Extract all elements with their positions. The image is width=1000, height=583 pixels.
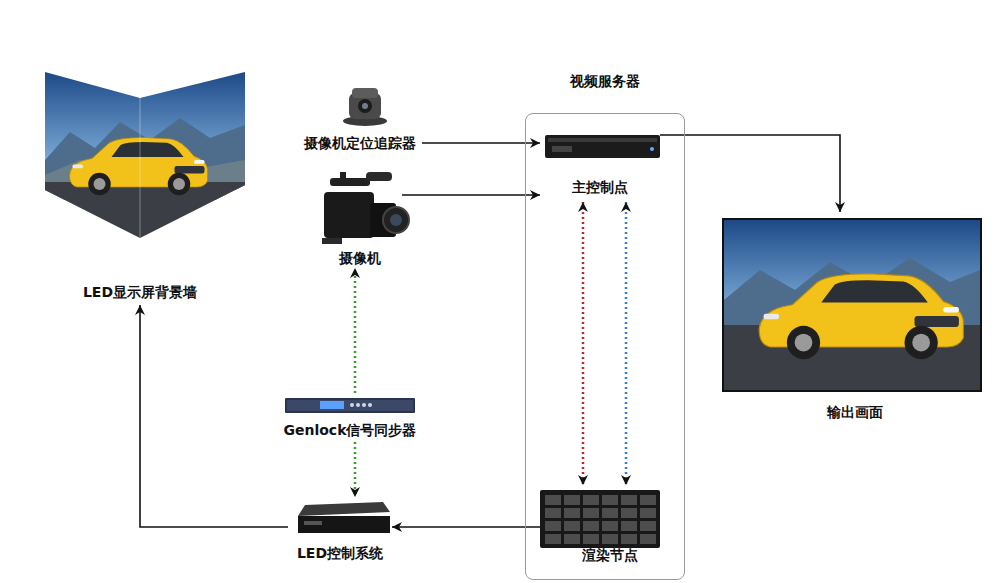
- tracker-icon: [343, 88, 387, 126]
- output-node: 输出画面: [725, 212, 985, 425]
- flow-arrow: [392, 526, 540, 528]
- main-server-icon: [545, 135, 660, 158]
- signal-dotted-line: [625, 202, 628, 485]
- render-server-icon: [540, 490, 660, 548]
- tracker-node: 摄像机定位追踪器: [298, 82, 422, 153]
- signal-dotted-line: [354, 442, 357, 497]
- led-wall-node: LED显示屏背景墙: [40, 66, 240, 305]
- flow-arrow: [422, 142, 540, 144]
- signal-dotted-line: [354, 268, 357, 393]
- group-heading: 视频服务器: [570, 71, 640, 91]
- node-label: 摄像机: [339, 248, 381, 268]
- flow-arrow: [660, 135, 840, 212]
- node-label: LED显示屏背景墙: [83, 282, 197, 305]
- server-group: 视频服务器主控制点渲染节点: [525, 113, 685, 580]
- node-label: LED控制系统: [297, 543, 383, 566]
- node-label: 摄像机定位追踪器: [304, 133, 416, 153]
- node-label: 渲染节点: [582, 545, 638, 568]
- render-node: 渲染节点: [540, 485, 680, 568]
- node-label: 输出画面: [827, 402, 883, 425]
- signal-dotted-line: [582, 202, 585, 485]
- node-label: 主控制点: [572, 177, 628, 200]
- led-wall-picture: [45, 72, 245, 242]
- genlock-node: Genlock信号同步器: [280, 393, 421, 442]
- main-control-node: 主控制点: [540, 125, 660, 200]
- genlock-device-icon: [285, 398, 415, 413]
- output-screen-picture: [722, 218, 982, 392]
- camera-icon: [322, 172, 409, 244]
- flow-arrow: [402, 194, 540, 196]
- node-label: Genlock信号同步器: [284, 420, 417, 442]
- camera-node: 摄像机: [318, 165, 402, 268]
- flow-arrow: [140, 305, 288, 527]
- led-controller-icon: [298, 502, 390, 533]
- led-control-node: LED控制系统: [288, 497, 392, 566]
